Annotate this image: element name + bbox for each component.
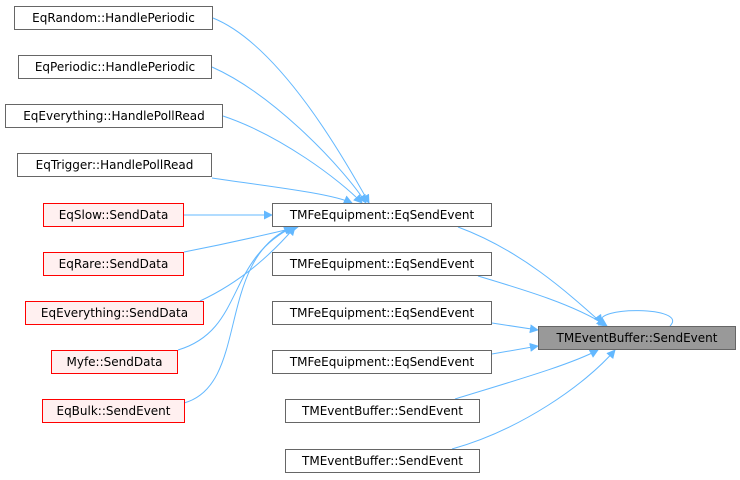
- node-tmeventbuffer-sendevent-focus: TMEventBuffer::SendEvent: [538, 326, 736, 350]
- node-eqrare-senddata[interactable]: EqRare::SendData: [43, 252, 184, 276]
- node-tmeventbuffer-sendevent-2[interactable]: TMEventBuffer::SendEvent: [285, 449, 480, 473]
- node-tmfeequipment-eqsendevent-4[interactable]: TMFeEquipment::EqSendEvent: [272, 350, 492, 374]
- node-tmfeequipment-eqsendevent-2[interactable]: TMFeEquipment::EqSendEvent: [272, 252, 492, 276]
- node-tmfeequipment-eqsendevent-1[interactable]: TMFeEquipment::EqSendEvent: [272, 203, 492, 227]
- edge-m2-target: [477, 275, 608, 327]
- node-tmeventbuffer-sendevent-1[interactable]: TMEventBuffer::SendEvent: [285, 399, 480, 423]
- node-eqeverything-senddata[interactable]: EqEverything::SendData: [25, 301, 204, 325]
- edge-m5-target: [454, 349, 599, 400]
- node-eqtrigger-handlepollread[interactable]: EqTrigger::HandlePollRead: [17, 153, 212, 177]
- edge-n2-m1: [211, 66, 367, 204]
- edge-n7-m1: [199, 226, 296, 302]
- edge-n3-m1: [222, 115, 363, 204]
- node-eqperiodic-handleperiodic[interactable]: EqPeriodic::HandlePeriodic: [18, 55, 212, 79]
- edge-m3-target: [491, 322, 539, 334]
- edge-target-target: [593, 310, 674, 327]
- edge-n9-m1: [183, 226, 293, 404]
- edge-m1-target: [457, 226, 606, 327]
- edge-m4-target: [491, 342, 539, 355]
- node-myfe-senddata[interactable]: Myfe::SendData: [51, 350, 178, 374]
- node-tmfeequipment-eqsendevent-3[interactable]: TMFeEquipment::EqSendEvent: [272, 301, 492, 325]
- node-eqslow-senddata[interactable]: EqSlow::SendData: [43, 203, 184, 227]
- node-eqrandom-handleperiodic[interactable]: EqRandom::HandlePeriodic: [14, 6, 213, 30]
- edge-n1-m1: [212, 17, 370, 204]
- edge-n6-m1: [183, 224, 299, 253]
- edge-n4-m1: [211, 177, 353, 204]
- edge-n8-m1: [177, 226, 294, 351]
- node-eqeverything-handlepollread[interactable]: EqEverything::HandlePollRead: [5, 104, 223, 128]
- node-eqbulk-sendevent[interactable]: EqBulk::SendEvent: [42, 399, 185, 423]
- edge-m6-target: [451, 349, 616, 450]
- edge-layer: [177, 17, 674, 450]
